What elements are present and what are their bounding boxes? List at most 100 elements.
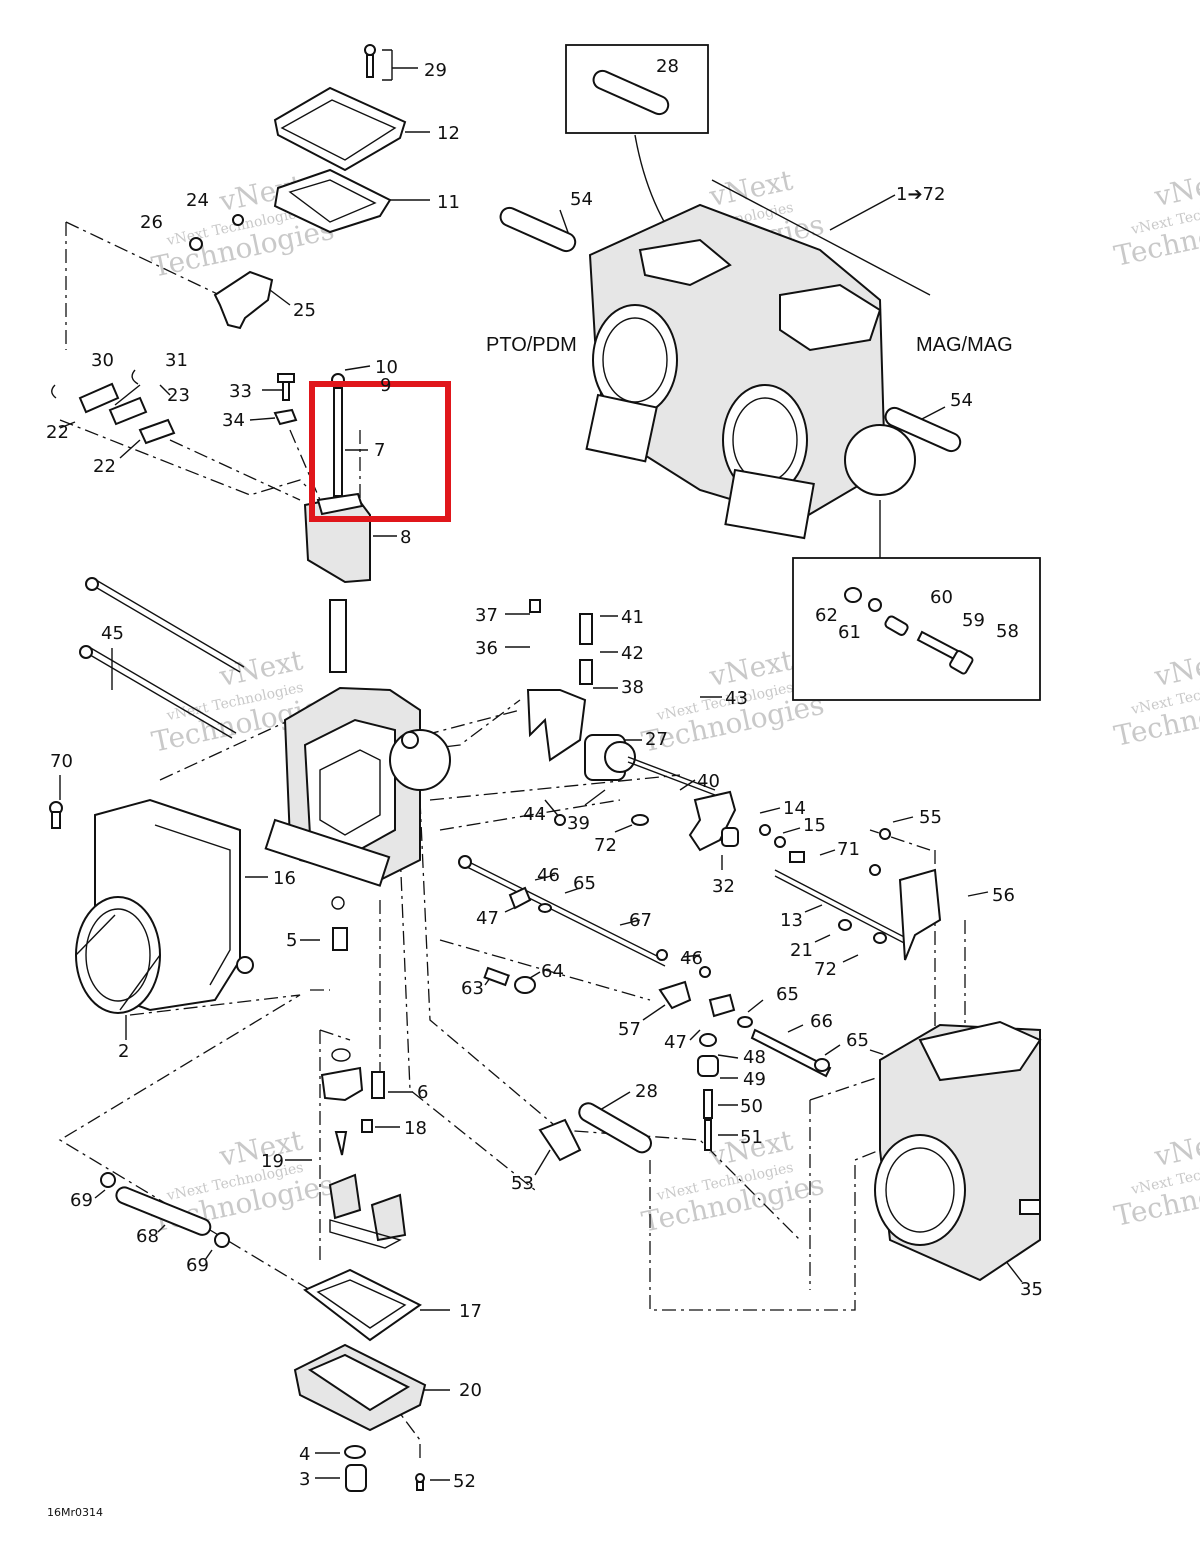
callout-59[interactable]: 59 [962, 610, 985, 631]
fitting-53 [538, 1118, 582, 1162]
callout-11[interactable]: 11 [437, 192, 460, 213]
callout-19[interactable]: 19 [261, 1151, 284, 1172]
callout-20[interactable]: 20 [459, 1380, 482, 1401]
callout-8[interactable]: 8 [400, 527, 411, 548]
callout-37[interactable]: 37 [475, 605, 498, 626]
bowl-gasket-17 [303, 1268, 422, 1342]
callout-41[interactable]: 41 [621, 607, 644, 628]
callout-58[interactable]: 58 [996, 621, 1019, 642]
lever-56 [898, 868, 942, 961]
callout-6[interactable]: 6 [417, 1082, 428, 1103]
callout-39[interactable]: 39 [567, 813, 590, 834]
callout-26[interactable]: 26 [140, 212, 163, 233]
callout-34[interactable]: 34 [222, 410, 245, 431]
inset-box-sleeve [565, 44, 709, 134]
bracket-25 [213, 270, 274, 330]
callout-46-lower[interactable]: 46 [680, 948, 703, 969]
callout-21[interactable]: 21 [790, 940, 813, 961]
callout-65-upper[interactable]: 65 [573, 873, 596, 894]
intake-flange-2 [75, 896, 161, 1014]
callout-32[interactable]: 32 [712, 876, 735, 897]
callout-5[interactable]: 5 [286, 930, 297, 951]
callout-63[interactable]: 63 [461, 978, 484, 999]
callout-33[interactable]: 33 [229, 381, 252, 402]
parts [49, 44, 1042, 1492]
sleeve-54b [884, 406, 962, 453]
callout-27[interactable]: 27 [645, 729, 668, 750]
callout-48[interactable]: 48 [743, 1047, 766, 1068]
callout-16[interactable]: 16 [273, 868, 296, 889]
callout-45[interactable]: 45 [101, 623, 124, 644]
callout-38[interactable]: 38 [621, 677, 644, 698]
callout-30[interactable]: 30 [91, 350, 114, 371]
callout-44[interactable]: 44 [523, 804, 546, 825]
watermark-vnext: vNext [1151, 163, 1200, 213]
drain-plug-3 [345, 1464, 367, 1492]
callout-53[interactable]: 53 [511, 1173, 534, 1194]
callout-25[interactable]: 25 [293, 300, 316, 321]
callout-49[interactable]: 49 [743, 1069, 766, 1090]
callout-67[interactable]: 67 [629, 910, 652, 931]
callout-labels: 29 12 11 24 26 25 28 54 1➔72 54 30 31 33… [46, 56, 1043, 1492]
callout-22-lower[interactable]: 22 [93, 456, 116, 477]
callout-61[interactable]: 61 [838, 622, 861, 643]
callout-9[interactable]: 9 [380, 375, 391, 396]
callout-72-upper[interactable]: 72 [594, 835, 617, 856]
callout-50[interactable]: 50 [740, 1096, 763, 1117]
callout-56[interactable]: 56 [992, 885, 1015, 906]
callout-65-lower[interactable]: 65 [846, 1030, 869, 1051]
gasket-11 [273, 168, 392, 234]
float-19b [370, 1193, 407, 1242]
callout-65-middle[interactable]: 65 [776, 984, 799, 1005]
callout-46-upper[interactable]: 46 [537, 865, 560, 886]
callout-70[interactable]: 70 [50, 751, 73, 772]
callout-43[interactable]: 43 [725, 688, 748, 709]
callout-72-lower[interactable]: 72 [814, 959, 837, 980]
callout-18[interactable]: 18 [404, 1118, 427, 1139]
callout-64[interactable]: 64 [541, 961, 564, 982]
pto-label: PTO/PDM [486, 334, 577, 356]
callout-12[interactable]: 12 [437, 123, 460, 144]
callout-3[interactable]: 3 [299, 1469, 310, 1490]
callout-1-to-72[interactable]: 1➔72 [896, 184, 945, 205]
callout-35[interactable]: 35 [1020, 1279, 1043, 1300]
callout-23[interactable]: 23 [167, 385, 190, 406]
callout-14[interactable]: 14 [783, 798, 806, 819]
callout-2[interactable]: 2 [118, 1041, 129, 1062]
callout-17[interactable]: 17 [459, 1301, 482, 1322]
callout-10[interactable]: 10 [375, 357, 398, 378]
callout-57[interactable]: 57 [618, 1019, 641, 1040]
callout-54-right[interactable]: 54 [950, 390, 973, 411]
callout-55[interactable]: 55 [919, 807, 942, 828]
callout-22-left[interactable]: 22 [46, 422, 69, 443]
callout-52[interactable]: 52 [453, 1471, 476, 1492]
inset-box-pilot-screw [792, 557, 1041, 701]
top-cover-12 [273, 86, 407, 172]
callout-36[interactable]: 36 [475, 638, 498, 659]
callout-31[interactable]: 31 [165, 350, 188, 371]
callout-47-lower[interactable]: 47 [664, 1032, 687, 1053]
sleeve-54a [499, 206, 577, 253]
callout-42[interactable]: 42 [621, 643, 644, 664]
callout-47-upper[interactable]: 47 [476, 908, 499, 929]
callout-51[interactable]: 51 [740, 1127, 763, 1148]
sleeve-28 [592, 69, 670, 116]
callout-54-top[interactable]: 54 [570, 189, 593, 210]
callout-40[interactable]: 40 [697, 771, 720, 792]
callout-29[interactable]: 29 [424, 60, 447, 81]
callout-69-lower[interactable]: 69 [186, 1255, 209, 1276]
callout-28-top[interactable]: 28 [656, 56, 679, 77]
callout-28-lower[interactable]: 28 [635, 1081, 658, 1102]
callout-62[interactable]: 62 [815, 605, 838, 626]
callout-4[interactable]: 4 [299, 1444, 310, 1465]
callout-68[interactable]: 68 [136, 1226, 159, 1247]
callout-13[interactable]: 13 [780, 910, 803, 931]
callout-69-left[interactable]: 69 [70, 1190, 93, 1211]
callout-7[interactable]: 7 [374, 440, 385, 461]
callout-15[interactable]: 15 [803, 815, 826, 836]
callout-66[interactable]: 66 [810, 1011, 833, 1032]
callout-60[interactable]: 60 [930, 587, 953, 608]
spring-66 [750, 1028, 832, 1078]
callout-71[interactable]: 71 [837, 839, 860, 860]
callout-24[interactable]: 24 [186, 190, 209, 211]
